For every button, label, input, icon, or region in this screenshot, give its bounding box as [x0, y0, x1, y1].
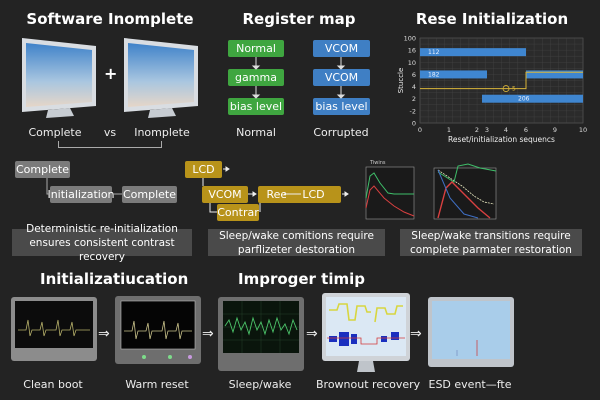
flow-complete-2: Complete [122, 186, 177, 203]
caption-transitions: Sleep/wake transitions require complete … [400, 229, 582, 256]
bar [420, 48, 526, 57]
mini-chart-1-red [365, 185, 415, 217]
reset-title: Rese Initialization [415, 10, 569, 28]
reg-corrupt-1: VCOM [313, 40, 370, 57]
monitor-esd [428, 297, 514, 367]
y-tick-label: 6 [412, 71, 416, 79]
flow-initialization: Initialization [47, 186, 115, 203]
bar-label: 112 [428, 49, 440, 56]
stage-warm-reset: Warm reset [125, 378, 189, 391]
arrow-4: ⇒ [410, 326, 422, 342]
series-line [420, 71, 583, 90]
stage-sleep-wake: Sleep/wake [228, 378, 292, 391]
flow-lcd-2: LCD [286, 186, 341, 203]
marker-label: 5 [512, 86, 516, 93]
caption-deterministic: Deterministic re-initialization ensures … [12, 223, 192, 263]
x-tick-label: 9 [553, 126, 557, 134]
stage-clean-boot: Clean boot [23, 378, 83, 391]
monitor-sleep-wake [218, 297, 304, 371]
y-tick-label: 100 [404, 35, 416, 43]
register-title: Register map [242, 10, 356, 28]
bar [482, 94, 583, 103]
reg-normal-1: Normal [228, 40, 284, 57]
reg-normal-3: bias level [228, 98, 284, 115]
flow-lcd-1: LCD [185, 161, 222, 178]
monitor-clean-boot [11, 297, 97, 361]
y-tick-label: 4 [412, 83, 416, 91]
bottom-title-right: Improger timip [238, 270, 366, 288]
software-title: Software Inomplete [26, 10, 194, 28]
line-marker [502, 85, 510, 92]
x-axis-label: Reset/initialization sequencs [448, 135, 555, 144]
bar-label: 182 [428, 71, 440, 78]
label-incomplete: Inomplete [134, 126, 190, 139]
plus-sign: + [104, 64, 118, 83]
monitor-incomplete [124, 38, 198, 118]
y-tick-label: -2 [410, 107, 416, 115]
label-corrupted: Corrupted [313, 126, 369, 139]
mini-chart-2-green [437, 163, 497, 183]
label-complete: Complete [28, 126, 82, 139]
x-tick-label: 3 [485, 126, 489, 134]
x-tick-label: 4 [504, 126, 508, 134]
y-tick-label: 16 [408, 47, 416, 55]
x-tick-label: 10 [579, 126, 587, 134]
arrow-3: ⇒ [306, 326, 318, 342]
mini-chart-2-red [437, 181, 491, 219]
y-tick-label: 10 [408, 59, 416, 67]
reg-corrupt-3: bias level [313, 98, 370, 115]
y-tick-label: 2 [412, 95, 416, 103]
mini-chart-1-green [365, 172, 414, 199]
mini-chart-2-white [437, 169, 495, 205]
bar-label: 206 [518, 96, 530, 103]
arrow-1: ⇒ [98, 326, 110, 342]
y-tick-label: 0 [412, 120, 416, 128]
flow-contrar: Contrar [217, 204, 259, 221]
arrow-2: ⇒ [202, 326, 214, 342]
register-arrows [251, 57, 346, 99]
reg-normal-2: gamma [228, 69, 284, 86]
stage-esd: ESD event—fte [428, 378, 512, 391]
bottom-title-left: Initializatiucation [40, 270, 189, 288]
bracket [58, 141, 162, 148]
x-tick-label: 6 [524, 126, 528, 134]
flow-vcom: VCOM [202, 186, 248, 203]
mini-charts: Tiwins [365, 160, 497, 220]
mini-chart-2-blue [437, 169, 479, 219]
x-tick-label: 0 [418, 126, 422, 134]
monitor-complete [22, 38, 96, 118]
flow-complete-1: Complete [15, 161, 70, 178]
stage-brownout: Brownout recovery [316, 378, 421, 391]
reg-corrupt-2: VCOM [313, 69, 370, 86]
label-vs: vs [103, 126, 117, 139]
mini-chart-title: Tiwins [369, 160, 386, 166]
gold-arrows [202, 166, 349, 213]
label-normal: Normal [236, 126, 276, 139]
x-tick-label: 2 [475, 126, 479, 134]
y-axis-label: Stuccle [397, 68, 405, 94]
bar [420, 70, 487, 79]
caption-sleep-wake: Sleep/wake comitions require parflizeter… [208, 229, 385, 256]
gray-connectors [46, 178, 122, 195]
bar [526, 70, 583, 79]
x-tick-label: 1 [447, 126, 451, 134]
monitor-brownout [322, 293, 410, 372]
monitor-warm-reset [115, 296, 201, 364]
